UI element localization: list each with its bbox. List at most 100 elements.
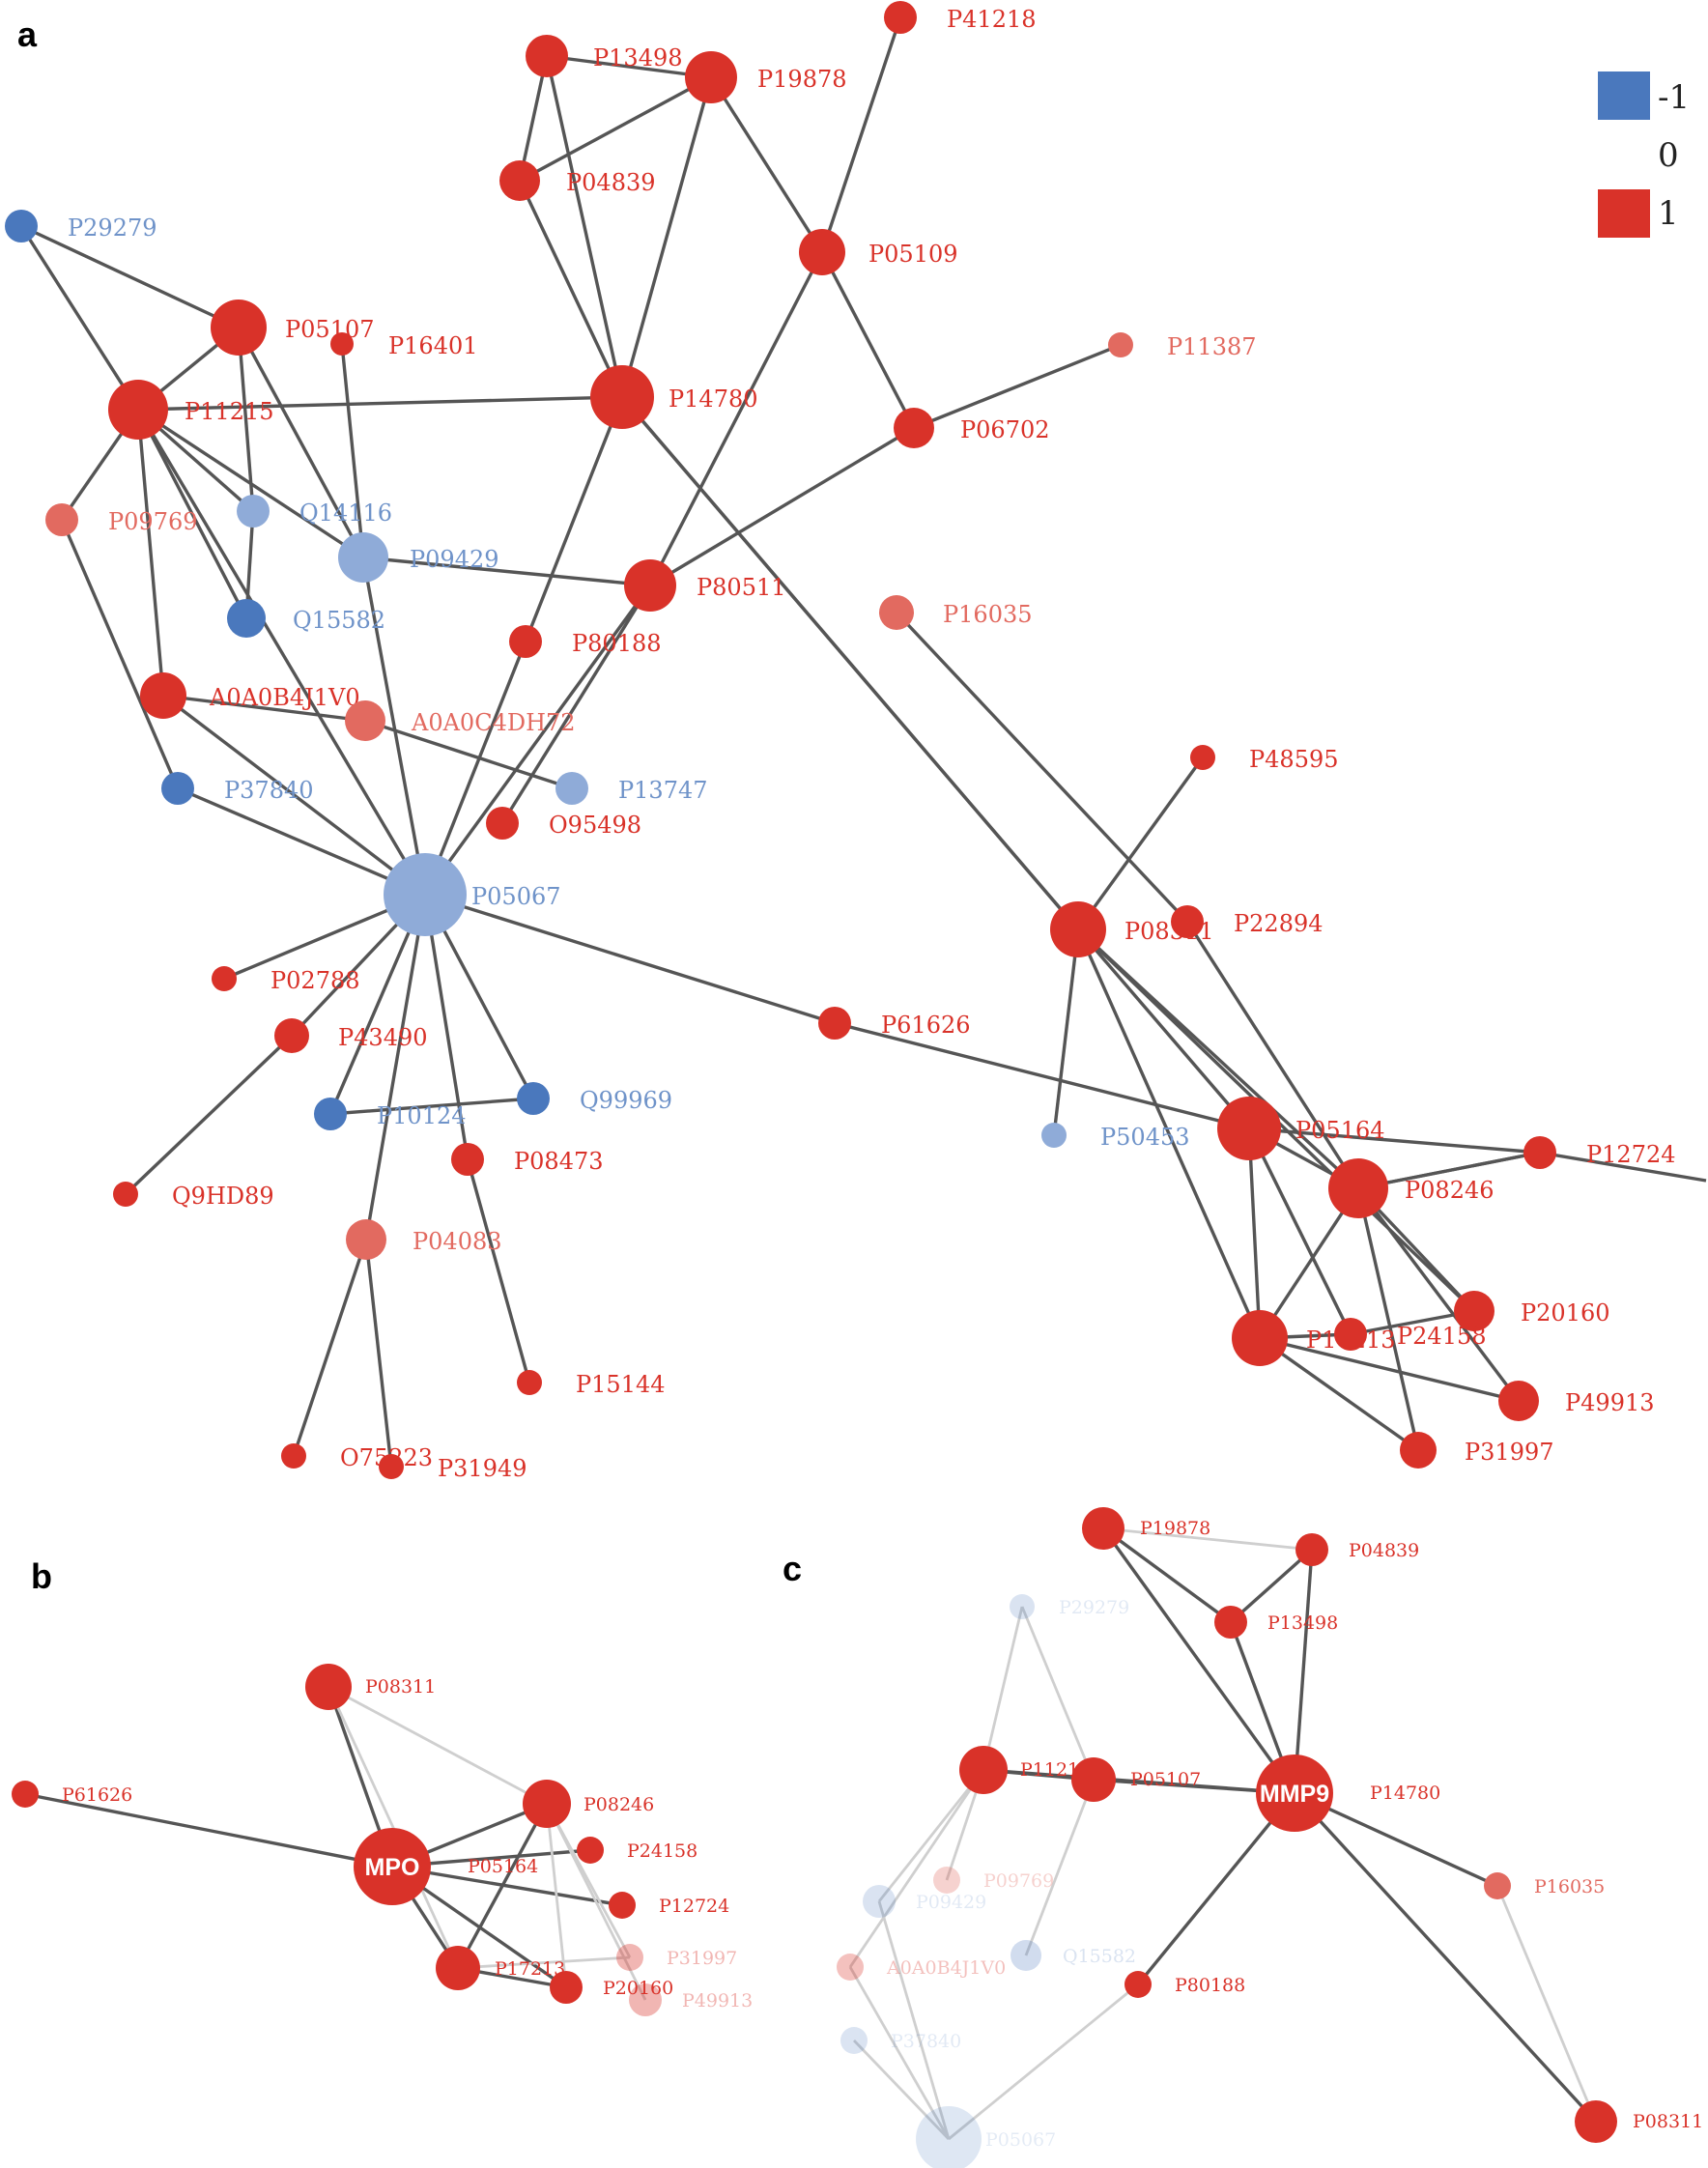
node-p20160[interactable]: P20160 [1454, 1291, 1610, 1331]
node-p43490[interactable]: P43490 [274, 1018, 428, 1053]
node-p17213[interactable]: P17213 [1232, 1310, 1396, 1366]
node-p08311[interactable]: P08311 [1575, 2100, 1703, 2143]
node-p29279[interactable]: P29279 [5, 210, 157, 242]
node-p61626[interactable]: P61626 [818, 1007, 971, 1040]
node-p09769[interactable]: P09769 [45, 503, 198, 536]
node-circle [1256, 1754, 1333, 1832]
node-o75223[interactable]: O75223 [281, 1443, 433, 1471]
node-label: Q99969 [580, 1087, 672, 1114]
legend-swatch-negative [1598, 71, 1650, 120]
node-p10124[interactable]: P10124 [314, 1098, 467, 1130]
node-p15144[interactable]: P15144 [517, 1370, 666, 1398]
node-p11215[interactable]: P11215 [959, 1746, 1091, 1794]
node-p16035[interactable]: P16035 [1484, 1872, 1605, 1899]
node-p11215[interactable]: P11215 [108, 380, 274, 440]
node-a0a0b4j1v0[interactable]: A0A0B4J1V0 [837, 1954, 1006, 1981]
node-p20160[interactable]: P20160 [550, 1971, 673, 2004]
node-p11387[interactable]: P11387 [1108, 332, 1257, 360]
node-p80511[interactable]: P80511 [624, 559, 786, 612]
node-p05067[interactable]: P05067 [916, 2106, 1056, 2168]
node-p24158[interactable]: P24158 [1334, 1318, 1487, 1351]
node-p24158[interactable]: P24158 [577, 1837, 697, 1864]
node-p04839[interactable]: P04839 [1295, 1533, 1419, 1566]
node-circle [108, 380, 168, 440]
node-q15582[interactable]: Q15582 [227, 599, 385, 638]
node-p05107[interactable]: P05107 [1071, 1757, 1201, 1802]
node-p49913[interactable]: P49913 [1498, 1381, 1655, 1421]
node-label: P08473 [514, 1148, 604, 1175]
node-p05164[interactable]: P05164 [1217, 1097, 1385, 1160]
edge-P14780-P08311 [620, 395, 1080, 931]
node-p13498[interactable]: P13498 [1214, 1606, 1338, 1639]
node-circle [1400, 1432, 1437, 1469]
node-o95498[interactable]: O95498 [486, 807, 641, 840]
node-p19878[interactable]: P19878 [1082, 1507, 1210, 1550]
node-circle [5, 210, 38, 242]
node-p13498[interactable]: P13498 [526, 35, 683, 77]
node-p09429[interactable]: P09429 [863, 1885, 986, 1918]
node-p37840[interactable]: P37840 [840, 2027, 961, 2054]
node-p08473[interactable]: P08473 [451, 1143, 604, 1176]
node-q9hd89[interactable]: Q9HD89 [113, 1182, 274, 1210]
node-p09769[interactable]: P09769 [933, 1867, 1054, 1894]
node-label: P19878 [1140, 1518, 1210, 1539]
node-p19878[interactable]: P19878 [685, 51, 847, 103]
node-a0a0c4dh72[interactable]: A0A0C4DH72 [345, 700, 576, 741]
node-p17213[interactable]: P17213 [436, 1946, 565, 1990]
node-label: P05067 [985, 2129, 1056, 2151]
node-p37840[interactable]: P37840 [161, 772, 314, 805]
edge-P04839-P14780 [1293, 1549, 1314, 1794]
node-label: P16035 [943, 601, 1033, 628]
node-circle [1124, 1971, 1152, 1998]
node-p13747[interactable]: P13747 [555, 772, 708, 805]
node-p16401[interactable]: P16401 [330, 332, 478, 359]
node-q14116[interactable]: Q14116 [237, 495, 392, 528]
node-p80188[interactable]: P80188 [509, 625, 662, 658]
node-label: P13498 [593, 44, 683, 71]
node-p31949[interactable]: P31949 [379, 1454, 527, 1482]
node-p29279[interactable]: P29279 [1010, 1594, 1129, 1619]
node-label: P49913 [1565, 1389, 1655, 1416]
node-p05067[interactable]: P05067 [384, 853, 561, 936]
edge-P11215-P14780 [982, 1768, 1295, 1795]
node-p61626[interactable]: P61626 [12, 1781, 132, 1808]
node-p04083[interactable]: P04083 [346, 1219, 502, 1260]
node-label: P49913 [682, 1990, 753, 2011]
node-p02788[interactable]: P02788 [212, 966, 360, 994]
node-p80188[interactable]: P80188 [1124, 1971, 1245, 1998]
node-a0a0b4j1v0[interactable]: A0A0B4J1V0 [140, 672, 360, 719]
node-p08246[interactable]: P08246 [523, 1780, 654, 1828]
node-p31997[interactable]: P31997 [1400, 1432, 1554, 1469]
node-p14780[interactable]: P14780 [590, 365, 758, 429]
node-q15582[interactable]: Q15582 [1011, 1940, 1136, 1971]
node-p09429[interactable]: P09429 [338, 532, 499, 583]
node-p31997[interactable]: P31997 [616, 1944, 737, 1971]
node-label: P05067 [471, 883, 561, 910]
node-p49913[interactable]: P49913 [629, 1983, 753, 2016]
node-p08246[interactable]: P08246 [1328, 1158, 1494, 1218]
edge-P09429-P05067 [877, 1900, 951, 2140]
node-p14780[interactable]: P14780 [1256, 1754, 1440, 1832]
node-p04839[interactable]: P04839 [499, 160, 656, 201]
node-p22894[interactable]: P22894 [1171, 905, 1324, 938]
node-p12724[interactable]: P12724 [1523, 1136, 1676, 1169]
node-label: P08246 [1405, 1177, 1494, 1204]
node-circle [894, 408, 934, 448]
node-p41218[interactable]: P41218 [884, 1, 1037, 34]
node-p08311[interactable]: P08311 [305, 1664, 436, 1710]
edge-P80188-P05067 [423, 641, 527, 896]
node-label: P08246 [584, 1794, 654, 1815]
node-p16035[interactable]: P16035 [879, 595, 1033, 630]
edge-P05164-P17213 [1247, 1127, 1262, 1339]
node-p05107[interactable]: P05107 [211, 300, 375, 356]
node-p05164[interactable]: P05164 [354, 1828, 538, 1905]
node-p48595[interactable]: P48595 [1190, 745, 1339, 773]
node-p50453[interactable]: P50453 [1041, 1123, 1190, 1151]
node-p12724[interactable]: P12724 [609, 1892, 729, 1919]
node-label: Q14116 [299, 499, 392, 527]
node-p06702[interactable]: P06702 [894, 408, 1050, 448]
node-q99969[interactable]: Q99969 [517, 1082, 672, 1115]
edge-P08246-P49913 [545, 1803, 647, 2001]
node-p05109[interactable]: P05109 [799, 229, 958, 275]
